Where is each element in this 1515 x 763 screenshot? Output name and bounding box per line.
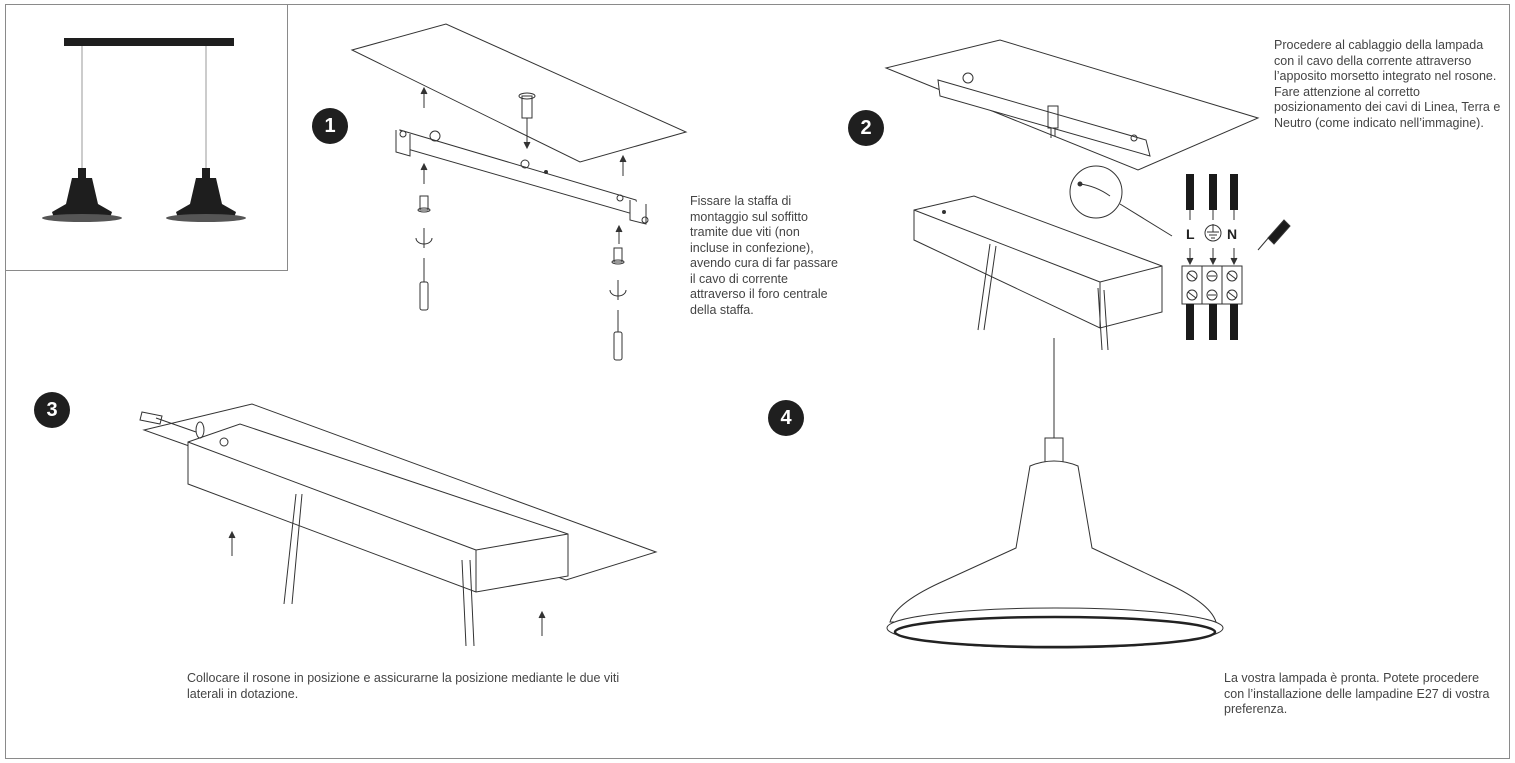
product-preview-box — [5, 4, 288, 271]
step1-badge: 1 — [312, 108, 348, 144]
lamp-shade-left — [42, 168, 122, 222]
step4-badge: 4 — [768, 400, 804, 436]
terminal-neutral-label: N — [1227, 226, 1238, 242]
step1-illustration — [350, 23, 688, 361]
product-preview-illustration — [42, 38, 246, 222]
step1-text: Fissare la staffa di montaggio sul soffi… — [690, 194, 839, 317]
step4-text: La vostra lampada è pronta. Potete proce… — [1224, 671, 1490, 716]
step2-text: Procedere al cablaggio della lampada con… — [1274, 38, 1501, 130]
step3-text: Collocare il rosone in posizione e assic… — [187, 671, 620, 701]
step4-illustration — [886, 437, 1224, 649]
page-frame — [5, 4, 1510, 759]
step3-badge: 3 — [34, 392, 70, 428]
step2-badge: 2 — [848, 110, 884, 146]
lamp-shade-right — [166, 168, 246, 222]
step3-illustration — [139, 403, 658, 647]
step2-illustration — [884, 39, 1291, 460]
terminal-line-label: L — [1186, 226, 1195, 242]
